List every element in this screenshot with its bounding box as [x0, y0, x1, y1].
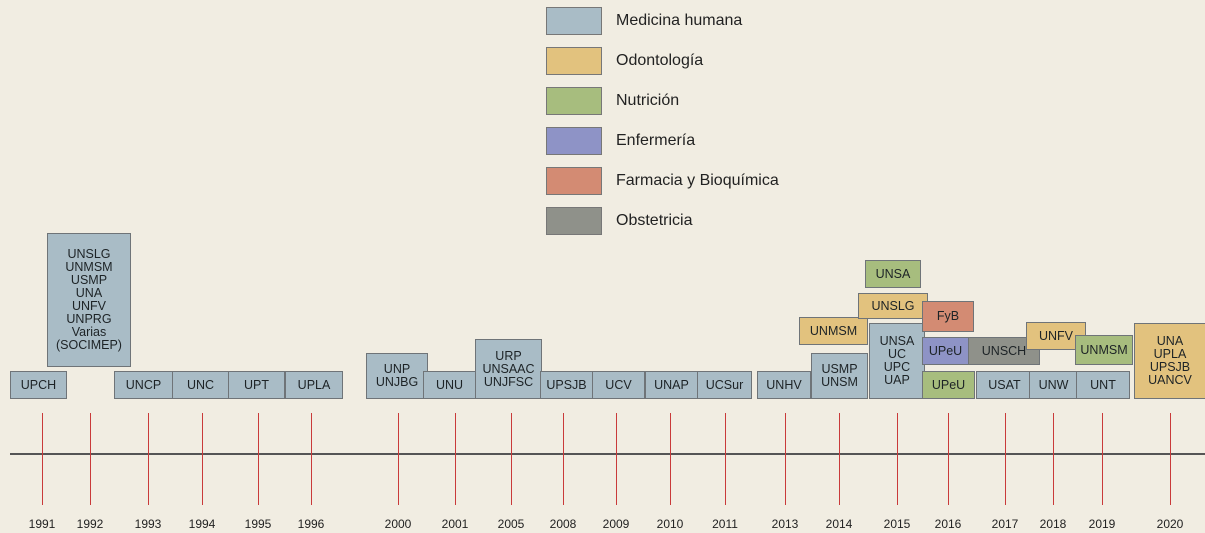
- legend-item-medicina: Medicina humana: [546, 7, 846, 37]
- year-label-2009: 2009: [602, 517, 630, 531]
- legend-label: Medicina humana: [616, 12, 743, 29]
- university-box-odontologia-2014: UNMSM: [799, 317, 868, 345]
- year-label-1996: 1996: [297, 517, 325, 531]
- year-label-2010: 2010: [656, 517, 684, 531]
- year-tick-1996: [311, 413, 313, 505]
- legend-swatch-medicina: [546, 7, 602, 35]
- year-label-2015: 2015: [883, 517, 911, 531]
- year-label-1991: 1991: [28, 517, 56, 531]
- university-box-medicina-1991: UPCH: [10, 371, 67, 399]
- timeline-axis: [10, 453, 1205, 455]
- university-box-medicina-2011: UCSur: [697, 371, 752, 399]
- legend-item-nutricion: Nutrición: [546, 87, 846, 117]
- year-tick-2017: [1005, 413, 1007, 505]
- year-tick-1992: [90, 413, 92, 505]
- legend-label: Obstetricia: [616, 212, 693, 229]
- year-label-2005: 2005: [497, 517, 525, 531]
- year-label-2014: 2014: [825, 517, 853, 531]
- year-tick-2016: [948, 413, 950, 505]
- year-tick-2001: [455, 413, 457, 505]
- legend-item-odontologia: Odontología: [546, 47, 846, 77]
- university-box-medicina-2005: URP UNSAAC UNJFSC: [475, 339, 542, 399]
- year-tick-2010: [670, 413, 672, 505]
- legend-label: Farmacia y Bioquímica: [616, 172, 779, 189]
- university-box-medicina-2008: UPSJB: [540, 371, 593, 399]
- university-box-medicina-1995: UPT: [228, 371, 285, 399]
- year-label-2013: 2013: [771, 517, 799, 531]
- year-tick-2014: [839, 413, 841, 505]
- university-box-medicina-2018: UNW: [1029, 371, 1078, 399]
- university-box-medicina-2000: UNP UNJBG: [366, 353, 428, 399]
- university-box-odontologia-2015: UNSLG: [858, 293, 928, 319]
- university-box-medicina-1992: UNSLG UNMSM USMP UNA UNFV UNPRG Varias (…: [47, 233, 131, 367]
- legend-swatch-obstetricia: [546, 207, 602, 235]
- university-box-medicina-2013: UNHV: [757, 371, 811, 399]
- year-label-2011: 2011: [712, 517, 738, 531]
- legend-swatch-enfermeria: [546, 127, 602, 155]
- legend-item-farmacia: Farmacia y Bioquímica: [546, 167, 846, 197]
- year-label-2016: 2016: [934, 517, 962, 531]
- year-tick-2020: [1170, 413, 1172, 505]
- university-box-nutricion-2016: UPeU: [922, 371, 975, 399]
- legend-swatch-odontologia: [546, 47, 602, 75]
- legend-swatch-nutricion: [546, 87, 602, 115]
- year-label-2000: 2000: [384, 517, 412, 531]
- university-box-odontologia-2020: UNA UPLA UPSJB UANCV: [1134, 323, 1205, 399]
- year-label-1995: 1995: [244, 517, 272, 531]
- legend-label: Enfermería: [616, 132, 696, 149]
- year-tick-1993: [148, 413, 150, 505]
- university-box-medicina-2017: USAT: [976, 371, 1033, 399]
- year-label-1993: 1993: [134, 517, 162, 531]
- university-box-medicina-1996: UPLA: [285, 371, 343, 399]
- university-box-medicina-2019: UNT: [1076, 371, 1130, 399]
- year-label-2008: 2008: [549, 517, 577, 531]
- university-box-medicina-2009: UCV: [592, 371, 645, 399]
- university-box-medicina-2001: UNU: [423, 371, 476, 399]
- year-label-2017: 2017: [991, 517, 1019, 531]
- year-tick-2011: [725, 413, 727, 505]
- year-tick-2005: [511, 413, 513, 505]
- university-box-medicina-1993: UNCP: [114, 371, 173, 399]
- university-box-medicina-1994: UNC: [172, 371, 229, 399]
- legend-label: Odontología: [616, 52, 704, 69]
- university-box-nutricion-2019: UNMSM: [1075, 335, 1133, 365]
- year-label-2001: 2001: [441, 517, 469, 531]
- year-label-2018: 2018: [1039, 517, 1067, 531]
- university-box-medicina-2015: UNSA UC UPC UAP: [869, 323, 925, 399]
- year-tick-2015: [897, 413, 899, 505]
- legend-item-enfermeria: Enfermería: [546, 127, 846, 157]
- year-tick-2000: [398, 413, 400, 505]
- year-tick-2009: [616, 413, 618, 505]
- university-box-medicina-2014: USMP UNSM: [811, 353, 868, 399]
- year-tick-2019: [1102, 413, 1104, 505]
- year-label-2020: 2020: [1156, 517, 1184, 531]
- year-tick-2008: [563, 413, 565, 505]
- year-tick-1995: [258, 413, 260, 505]
- year-label-1992: 1992: [76, 517, 104, 531]
- year-label-1994: 1994: [188, 517, 216, 531]
- university-box-nutricion-2015: UNSA: [865, 260, 921, 288]
- legend-swatch-farmacia: [546, 167, 602, 195]
- university-box-medicina-2010: UNAP: [645, 371, 698, 399]
- year-label-2019: 2019: [1088, 517, 1116, 531]
- legend-item-obstetricia: Obstetricia: [546, 207, 846, 237]
- year-tick-1991: [42, 413, 44, 505]
- year-tick-1994: [202, 413, 204, 505]
- year-tick-2018: [1053, 413, 1055, 505]
- year-tick-2013: [785, 413, 787, 505]
- university-box-enfermeria-2016: UPeU: [922, 337, 969, 365]
- university-box-farmacia-2016: FyB: [922, 301, 974, 332]
- legend-label: Nutrición: [616, 92, 680, 109]
